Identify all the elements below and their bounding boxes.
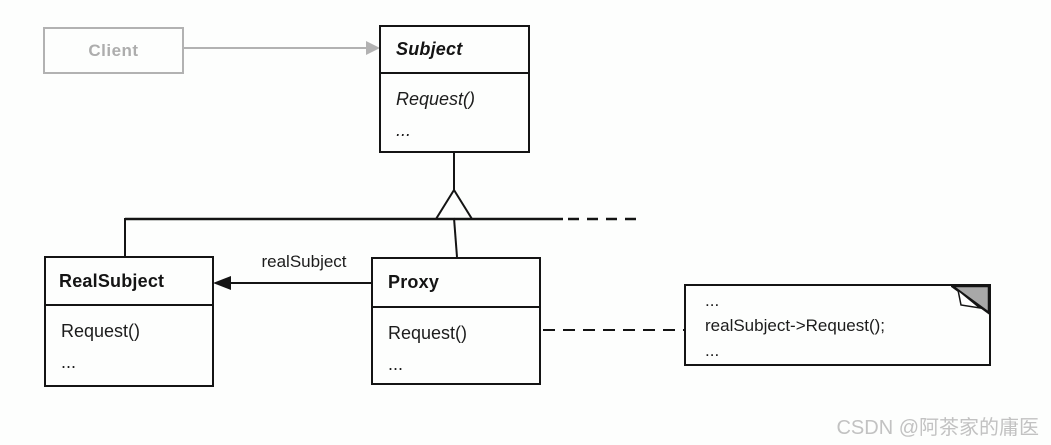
class-body-proxy: Request() ... xyxy=(373,308,539,380)
class-body-realsubject: Request() ... xyxy=(46,306,212,378)
association-label-realsubject: realSubject xyxy=(261,252,347,271)
class-name-proxy: Proxy xyxy=(373,259,539,308)
note-text-line: ... xyxy=(705,341,720,360)
class-box-subject: Subject Request() ... xyxy=(379,25,530,153)
watermark: CSDN @阿茶家的庸医 xyxy=(836,417,1039,439)
note-box: ... realSubject->Request(); ... xyxy=(684,284,991,366)
method-label: Request() xyxy=(61,321,141,341)
method-label: ... xyxy=(61,352,77,372)
note-text-line: ... xyxy=(705,291,720,310)
proxy-inheritance-drop-line xyxy=(453,217,458,258)
method-label: ... xyxy=(396,120,412,140)
class-box-realsubject: RealSubject Request() ... xyxy=(44,256,214,387)
method-label: Request() xyxy=(396,89,476,109)
client-subject-arrowhead-icon xyxy=(366,41,380,55)
class-name-subject: Subject xyxy=(381,27,528,74)
class-name-client: Client xyxy=(88,40,139,60)
inheritance-triangle-icon xyxy=(434,188,474,220)
note-text-line: realSubject->Request(); xyxy=(705,316,886,335)
class-body-subject: Request() ... xyxy=(381,74,528,146)
class-name-realsubject: RealSubject xyxy=(46,258,212,306)
proxy-realsubject-arrowhead-icon xyxy=(213,276,231,290)
method-label: ... xyxy=(388,354,404,374)
note-fold-icon xyxy=(951,284,991,315)
class-box-proxy: Proxy Request() ... xyxy=(371,257,541,385)
class-box-client: Client xyxy=(43,27,184,74)
method-label: Request() xyxy=(388,323,468,343)
